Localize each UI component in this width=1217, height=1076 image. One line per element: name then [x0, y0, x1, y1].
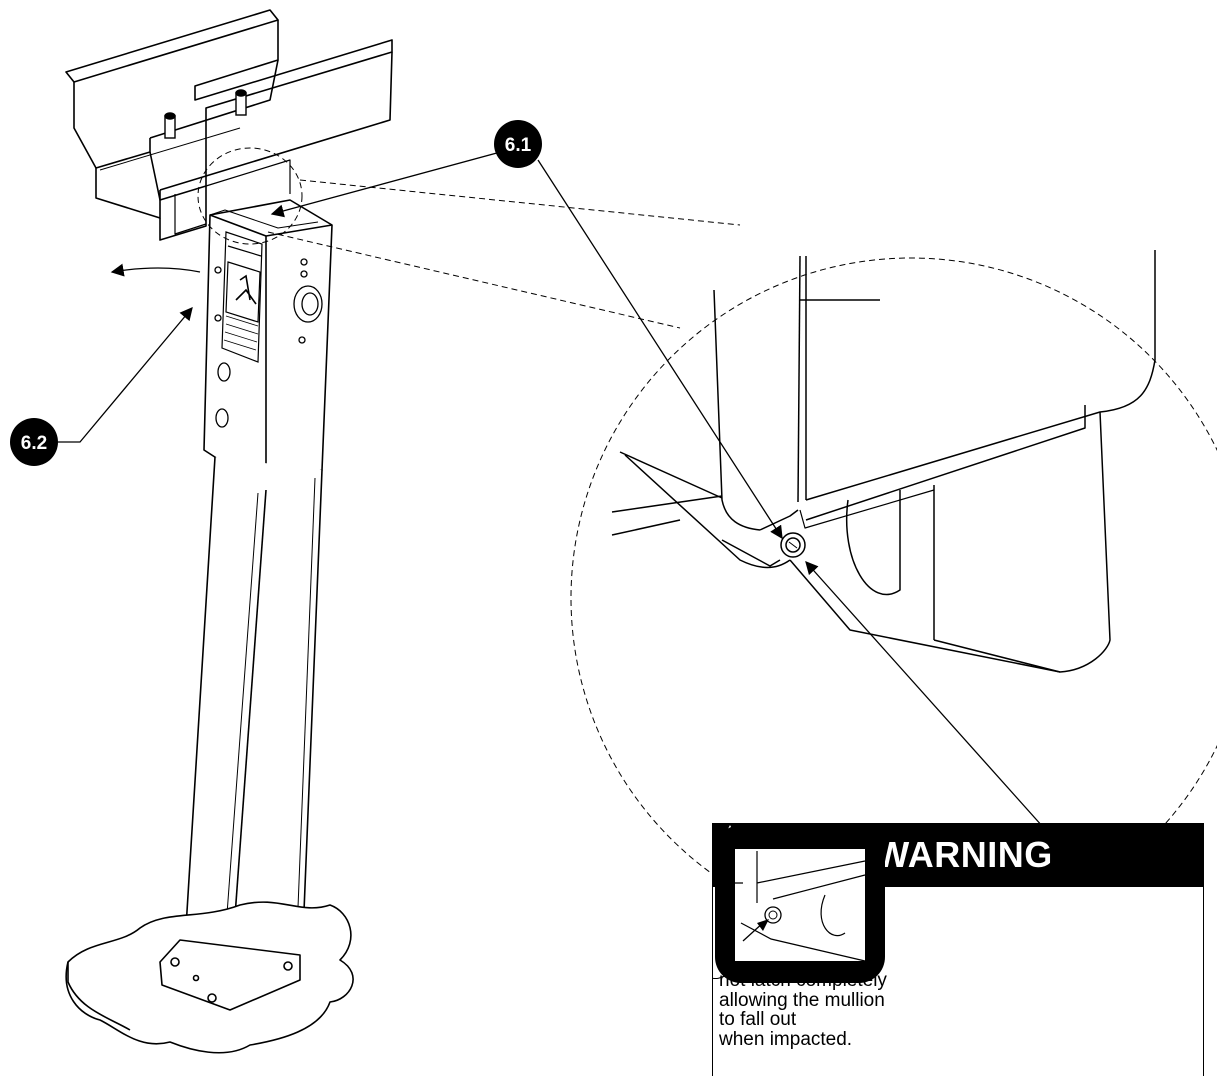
- post-fixtures: [214, 258, 323, 428]
- warning-line: allowing the mullion: [719, 989, 885, 1011]
- warning-title: WARNING: [875, 834, 1053, 875]
- callout-6-2: 6.2: [10, 418, 58, 466]
- callout-leaders: [58, 146, 1061, 847]
- magnified-detail: [611, 250, 1156, 673]
- mullion-post: [183, 199, 333, 986]
- callout-6-1-label: 6.1: [505, 135, 532, 156]
- guide-pins: [164, 89, 247, 139]
- warning-box: WARNING If set screw is adjusted out too…: [712, 823, 1204, 1076]
- callout-6-2-label: 6.2: [21, 433, 47, 454]
- warning-line: to fall out: [719, 1009, 797, 1030]
- floor-base: [65, 901, 354, 1054]
- header-channel: [65, 9, 393, 241]
- removal-direction-arrow: [110, 263, 201, 277]
- warning-line: when impacted.: [719, 1028, 853, 1050]
- detail-leader: [197, 147, 1217, 939]
- callout-6-1: 6.1: [494, 120, 542, 168]
- warning-inset-illustration: [713, 825, 885, 983]
- post-warning-decal: [221, 231, 263, 363]
